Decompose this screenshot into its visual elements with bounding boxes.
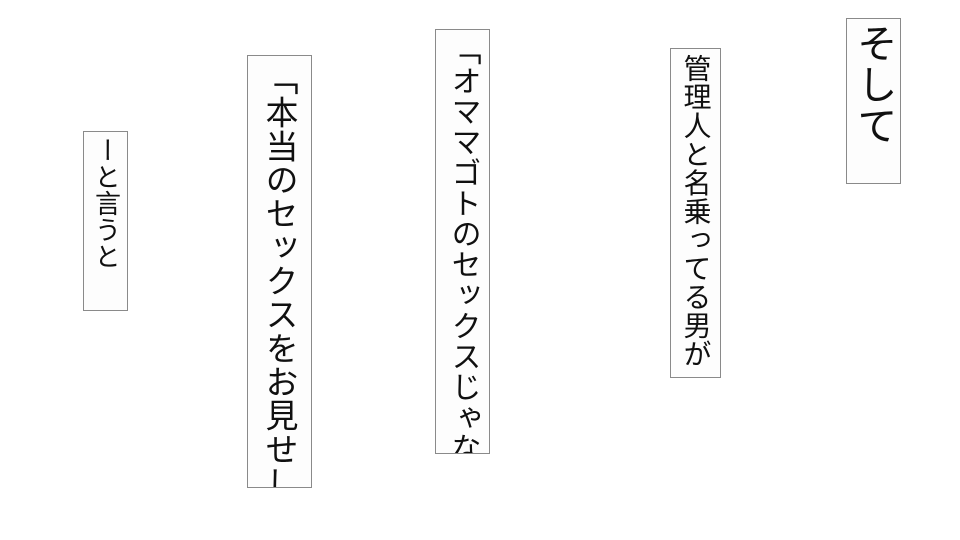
text-panel-kanrinin: 管理人と名乗ってる男が (670, 48, 721, 378)
text-panel-toiuto: ーと言うと (83, 131, 128, 311)
panel-text-omamagoto: 「オママゴトのセックスじゃない」 (445, 35, 481, 454)
text-panel-hontou: 「本当のセックスをお見せします」 (247, 55, 312, 488)
panel-text-toiuto: ーと言うと (90, 137, 121, 270)
text-panel-omamagoto: 「オママゴトのセックスじゃない」 (435, 29, 490, 454)
panel-text-hontou: 「本当のセックスをお見せします」 (260, 62, 299, 488)
panel-text-soshite: そして (850, 23, 897, 146)
text-panel-soshite: そして (846, 18, 901, 184)
panel-text-kanrinin: 管理人と名乗ってる男が (679, 54, 713, 369)
